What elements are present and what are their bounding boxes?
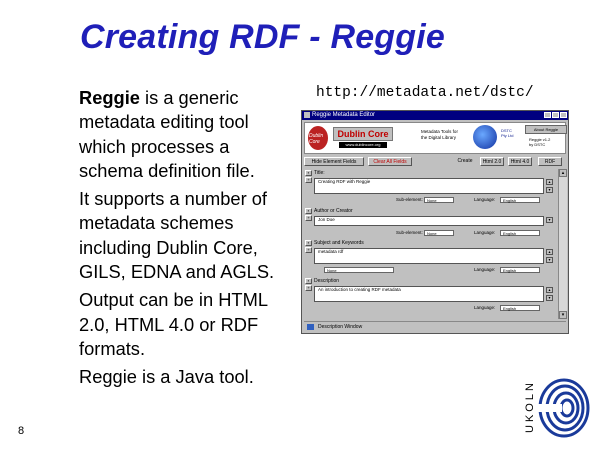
field-description-expand-icon[interactable]: ▪ (305, 278, 312, 284)
reggie-screenshot: Reggie Metadata Editor Dublin Core Dubli… (301, 110, 569, 334)
field-title-scroll-down-icon[interactable]: ▾ (546, 187, 553, 193)
field-title-input[interactable]: Creating RDF with Reggie (314, 178, 544, 194)
field-description-lang-label: Language: (474, 305, 496, 310)
field-creator-add-icon[interactable]: + (305, 215, 312, 221)
page-number: 8 (18, 425, 25, 437)
version-text: Reggie v1.2 by DSTC (529, 137, 550, 147)
scroll-up-icon[interactable]: ▴ (559, 169, 567, 177)
field-subject-scroll-down-icon[interactable]: ▾ (546, 257, 553, 263)
reggie-bold: Reggie (79, 87, 140, 108)
maximize-icon[interactable] (552, 112, 559, 118)
paragraph-1: Reggie is a generic metadata editing too… (79, 86, 284, 183)
clear-fields-button[interactable]: Clear All Fields (368, 157, 412, 166)
field-title-scheme-select[interactable]: None (424, 197, 454, 203)
paragraph-2: It supports a number of metadata schemes… (79, 188, 275, 283)
slide-title: Creating RDF - Reggie (80, 18, 446, 56)
field-description-scroll-up-icon[interactable]: ▴ (546, 287, 553, 293)
field-subject-expand-icon[interactable]: ▪ (305, 240, 312, 246)
field-description-scroll-down-icon[interactable]: ▾ (546, 295, 553, 301)
create-label: Create (457, 158, 473, 164)
hide-fields-button[interactable]: Hide Element Fields (304, 157, 364, 166)
field-description-add-icon[interactable]: + (305, 285, 312, 291)
field-subject-lang-label: Language: (474, 267, 496, 272)
header-info-line-1: Metadata Tools for (421, 129, 458, 134)
org-line-2: Pty Ltd (501, 133, 514, 138)
field-description-input[interactable]: An introduction to creating RDF metadata (314, 286, 544, 302)
globe-logo-icon (473, 125, 497, 149)
field-creator-input[interactable]: Jon Doe (314, 216, 544, 226)
close-icon[interactable] (560, 112, 567, 118)
window-scrollbar[interactable]: ▴ ▾ (558, 169, 567, 319)
field-subject-add-icon[interactable]: + (305, 247, 312, 253)
reggie-url[interactable]: http://metadata.net/dstc/ (316, 85, 534, 101)
field-creator: Author or Creator ▪ + Jon Doe ▾ Sub-elem… (304, 208, 556, 238)
status-text: Description Window (318, 324, 363, 330)
field-title-lang-select[interactable]: English (500, 197, 540, 203)
org-line-1: DSTC (501, 128, 512, 133)
field-creator-scheme-label: Sub-element: (396, 230, 423, 235)
dublin-core-url: www.dublincore.org (339, 142, 387, 148)
window-icon (304, 112, 310, 118)
dublin-core-logo: Dublin Core (308, 126, 328, 150)
field-title-add-icon[interactable]: + (305, 177, 312, 183)
dublin-core-logo-text: Dublin Core (309, 133, 324, 145)
field-description: Description ▪ + An introduction to creat… (304, 278, 556, 314)
field-creator-lang-select[interactable]: English (500, 230, 540, 236)
minimize-icon[interactable] (544, 112, 551, 118)
field-title-label: Title: (314, 170, 325, 176)
about-reggie-button[interactable]: About Reggie (525, 125, 567, 134)
paragraph-1-rest: is a generic metadata editing tool which… (79, 87, 255, 181)
window-title: Reggie Metadata Editor (312, 112, 376, 118)
field-title-lang-label: Language: (474, 197, 496, 202)
field-subject-input[interactable]: metadata rdf (314, 248, 544, 264)
field-subject-label: Subject and Keywords (314, 240, 364, 246)
field-title-expand-icon[interactable]: ▪ (305, 170, 312, 176)
slide-body: Reggie is a generic metadata editing too… (79, 86, 284, 394)
field-subject-scroll-up-icon[interactable]: ▴ (546, 249, 553, 255)
field-title-scheme-label: Sub-element: (396, 197, 423, 202)
field-title-scroll-up-icon[interactable]: ▴ (546, 179, 553, 185)
header-info-line-2: the Digital Library (421, 135, 457, 140)
ukoln-logo: UKOLN (524, 378, 592, 438)
window-titlebar: Reggie Metadata Editor (302, 111, 568, 120)
field-subject-scheme-select[interactable]: None (324, 267, 394, 273)
field-creator-expand-icon[interactable]: ▪ (305, 208, 312, 214)
html4-button[interactable]: Html 4.0 (508, 157, 532, 166)
java-applet-icon (307, 324, 314, 330)
field-subject: Subject and Keywords ▪ + metadata rdf ▴ … (304, 240, 556, 276)
scroll-down-icon[interactable]: ▾ (559, 311, 567, 319)
org-text: DSTC Pty Ltd (501, 128, 513, 138)
field-description-label: Description (314, 278, 340, 284)
field-creator-scheme-select[interactable]: None (424, 230, 454, 236)
dublin-core-title: Dublin Core (333, 127, 393, 141)
rdf-button[interactable]: RDF (538, 157, 562, 166)
field-creator-scroll-icon[interactable]: ▾ (546, 217, 553, 223)
field-title: Title: ▪ + Creating RDF with Reggie ▴ ▾ … (304, 170, 556, 206)
version-line-1: Reggie v1.2 (529, 137, 551, 142)
field-description-lang-select[interactable]: English (500, 305, 540, 311)
paragraph-3: Output can be in HTML 2.0, HTML 4.0 or R… (79, 289, 268, 359)
html2-button[interactable]: Html 2.0 (480, 157, 504, 166)
reggie-toolbar: Hide Element Fields Clear All Fields Cre… (304, 156, 566, 168)
status-bar: Description Window (304, 321, 566, 332)
ukoln-swirl-icon (538, 378, 590, 438)
reggie-header: Dublin Core Dublin Core www.dublincore.o… (304, 122, 567, 154)
ukoln-letters: UKOLN (524, 380, 536, 434)
field-creator-label: Author or Creator (314, 208, 353, 214)
field-subject-lang-select[interactable]: English (500, 267, 540, 273)
header-info: Metadata Tools for the Digital Library (421, 129, 458, 141)
field-creator-lang-label: Language: (474, 230, 496, 235)
paragraph-4: Reggie is a Java tool. (79, 366, 254, 388)
version-line-2: by DSTC (529, 142, 546, 147)
